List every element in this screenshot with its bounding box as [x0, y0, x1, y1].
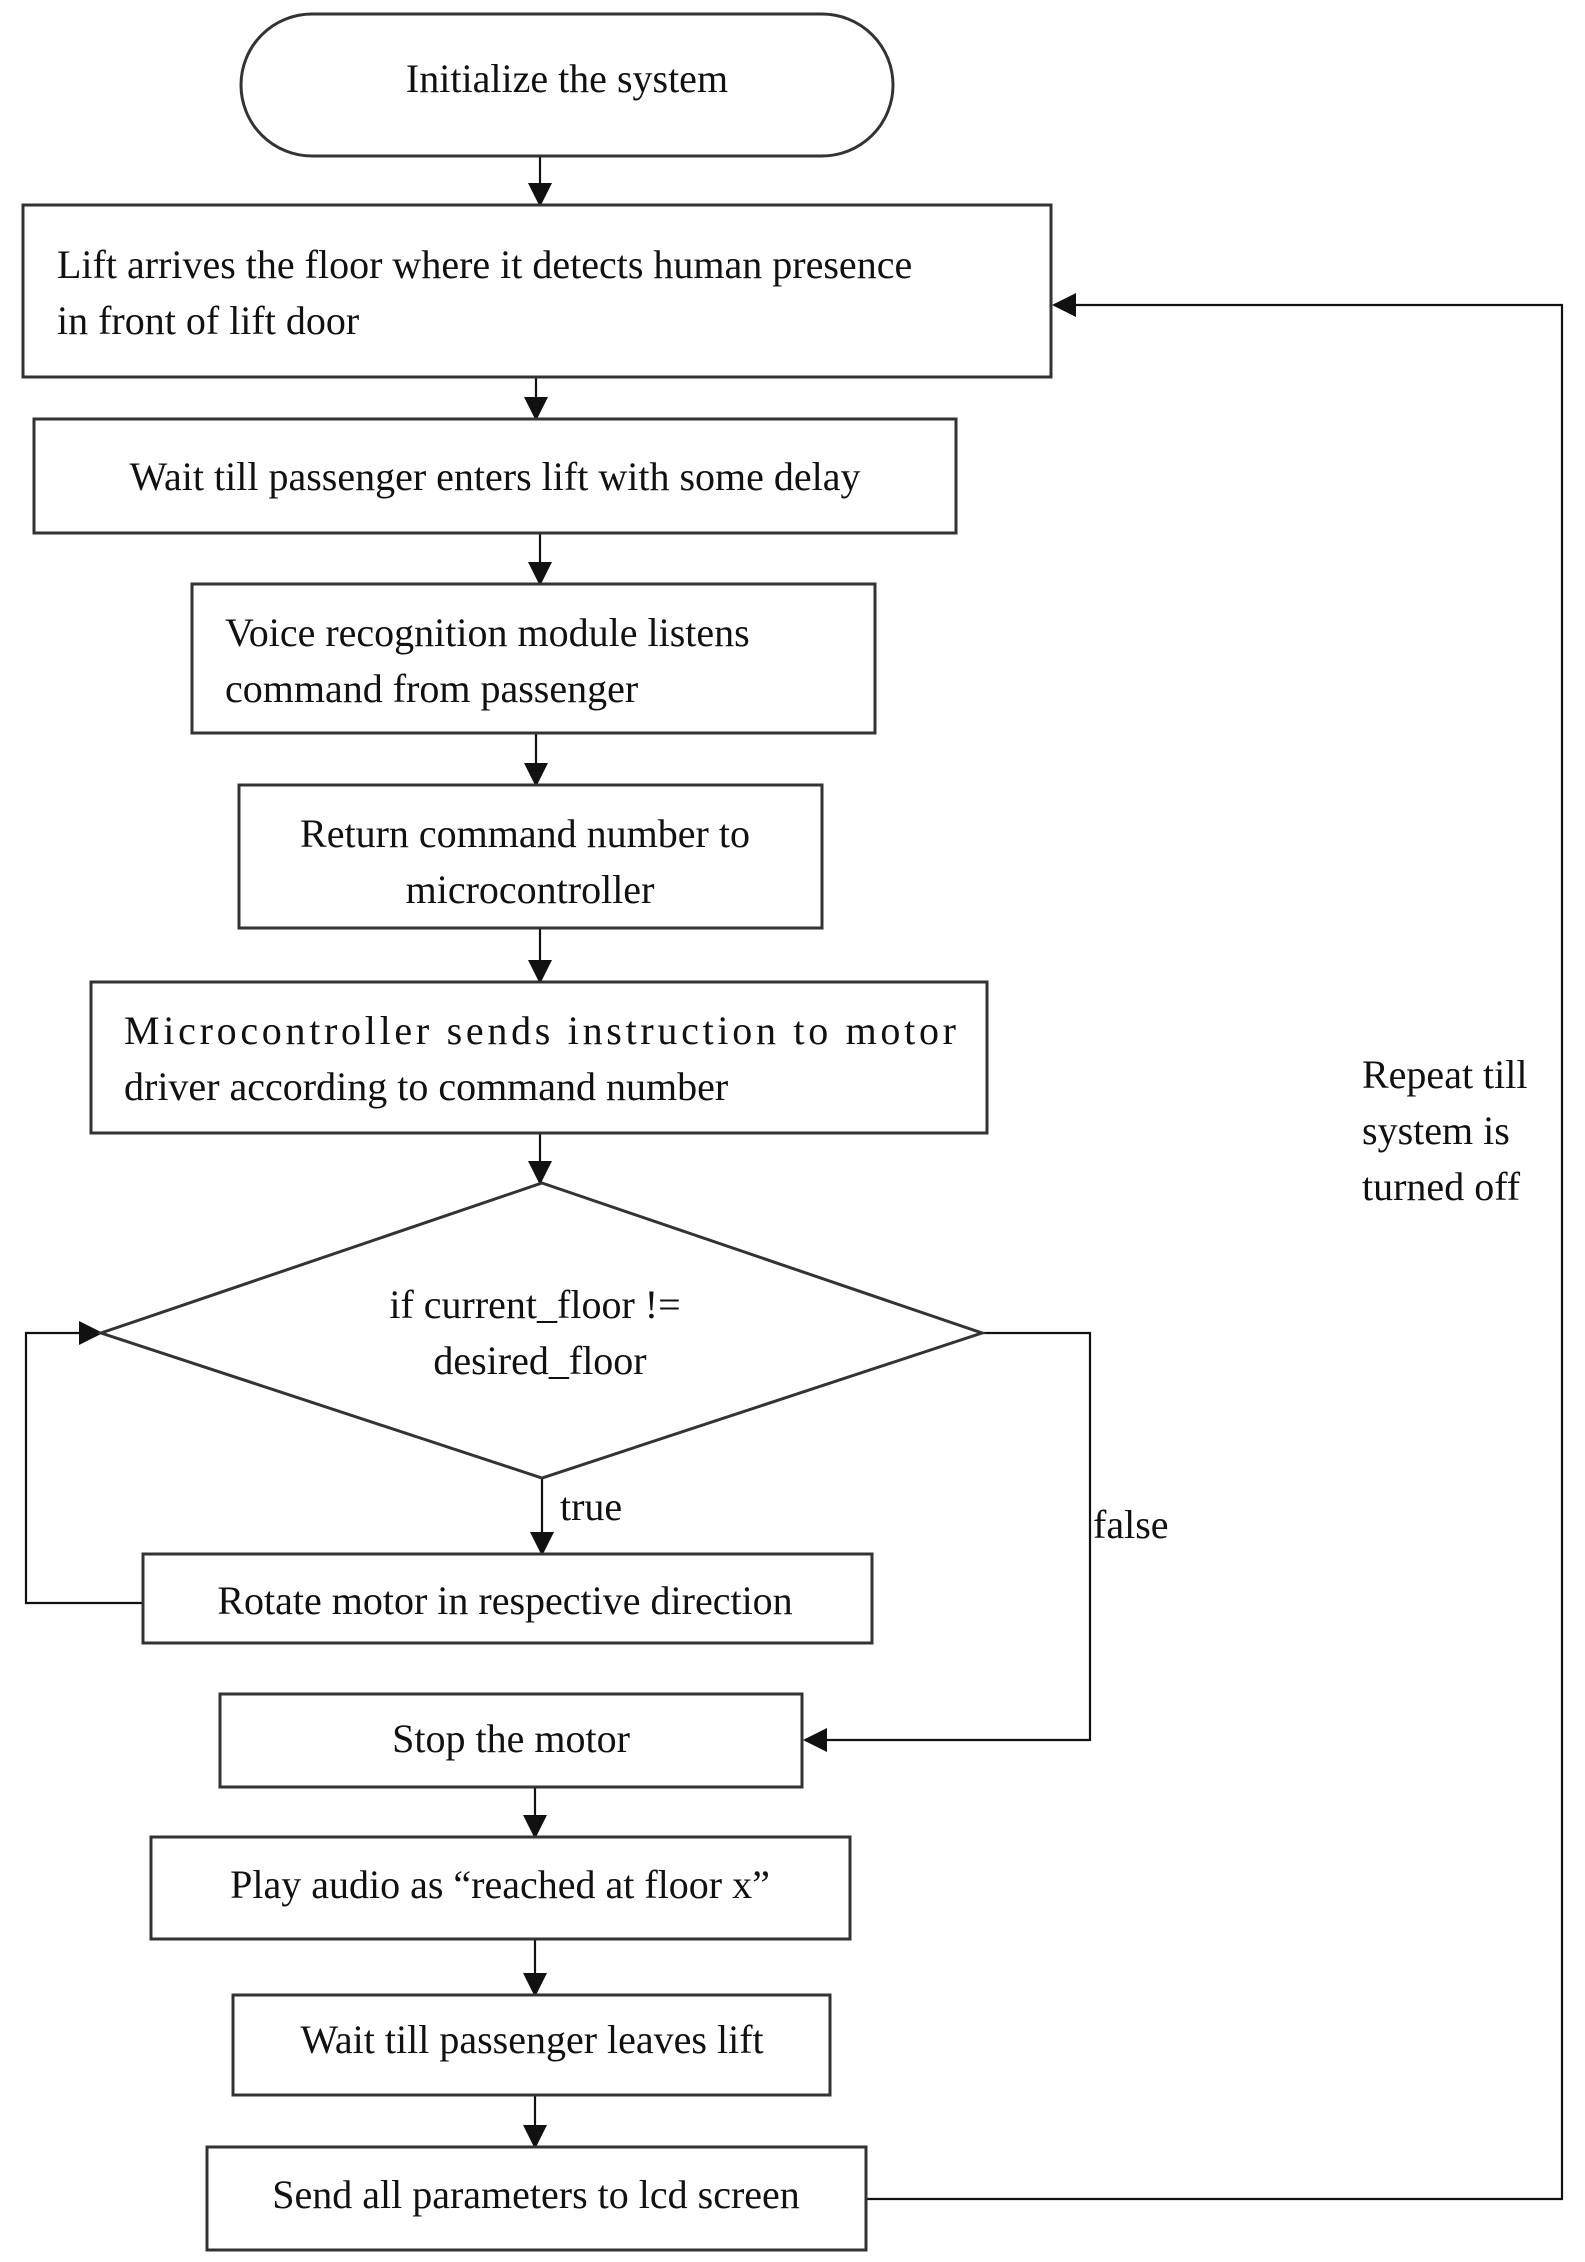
send-params-text: Send all parameters to lcd screen: [272, 2172, 800, 2217]
edge-decision-false-to-stop: [803, 1331, 1092, 1752]
micro-sends-text: Microcontroller sends instruction to mot…: [124, 1008, 970, 1109]
play-audio-text: Play audio as “reached at floor x”: [230, 1862, 770, 1907]
wait-leave-text: Wait till passenger leaves lift: [300, 2017, 763, 2062]
play-audio-box: Play audio as “reached at floor x”: [149, 1835, 852, 1941]
stop-motor-box: Stop the motor: [218, 1692, 804, 1789]
edge-rotate-loop-back: [24, 1321, 143, 1605]
edge-send-params-repeat-loop: [866, 293, 1564, 2201]
decision-text: if current_floor != desired_floor: [389, 1282, 690, 1383]
true-edge-label: true: [560, 1484, 622, 1529]
edges: [24, 156, 1564, 2201]
micro-sends-box: Microcontroller sends instruction to mot…: [89, 980, 989, 1135]
voice-module-box: Voice recognition module listens command…: [190, 582, 877, 735]
rotate-motor-box: Rotate motor in respective direction: [141, 1552, 874, 1645]
return-command-text: Return command number to microcontroller: [300, 811, 760, 912]
return-command-box: Return command number to microcontroller: [237, 783, 824, 930]
rotate-motor-text: Rotate motor in respective direction: [217, 1578, 792, 1623]
wait-leave-box: Wait till passenger leaves lift: [231, 1993, 832, 2097]
wait-enter-text: Wait till passenger enters lift with som…: [129, 454, 860, 499]
start-terminal: Initialize the system: [239, 12, 895, 158]
lift-arrives-text: Lift arrives the floor where it detects …: [57, 242, 922, 343]
repeat-loop-label: Repeat till system is turned off: [1362, 1052, 1538, 1209]
send-params-box: Send all parameters to lcd screen: [205, 2145, 868, 2252]
wait-enter-box: Wait till passenger enters lift with som…: [32, 417, 958, 535]
stop-motor-text: Stop the motor: [392, 1716, 630, 1761]
lift-arrives-box: Lift arrives the floor where it detects …: [21, 203, 1053, 379]
voice-module-text: Voice recognition module listens command…: [225, 610, 760, 711]
decision-diamond: if current_floor != desired_floor: [96, 1181, 987, 1480]
false-edge-label: false: [1093, 1502, 1169, 1547]
start-terminal-text: Initialize the system: [406, 56, 728, 101]
